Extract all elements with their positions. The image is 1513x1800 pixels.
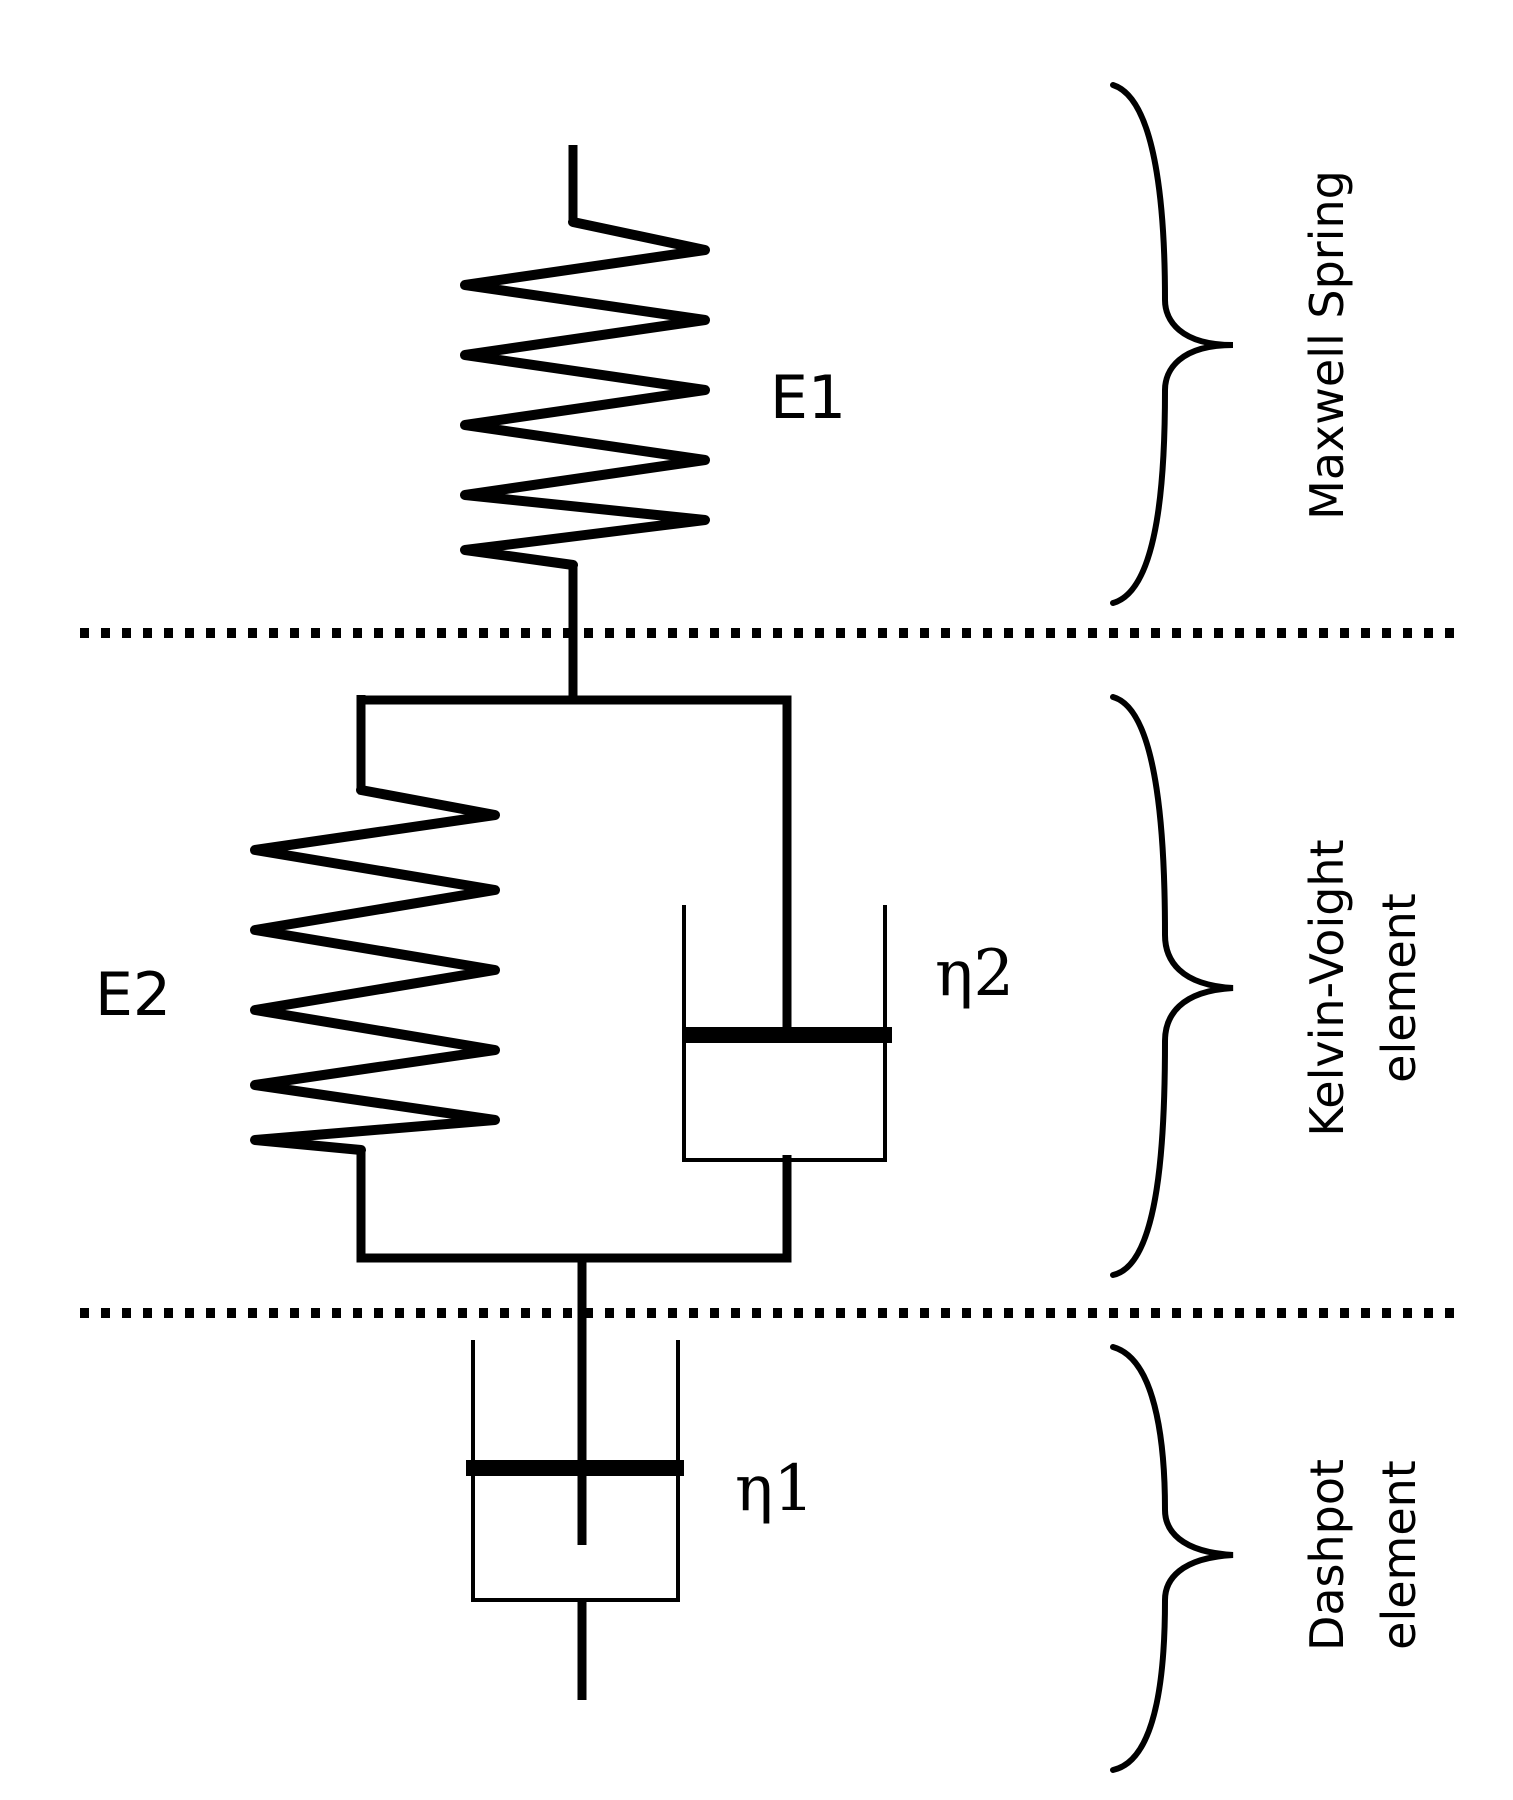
section-label-dashpot-line2: element [1372, 1460, 1426, 1650]
brace-maxwell [1110, 82, 1234, 606]
label-e1: E1 [770, 363, 846, 433]
label-eta2: η2 [935, 937, 1014, 1011]
kelvin-spring-e2 [250, 785, 500, 1155]
brace-dashpot [1110, 1344, 1234, 1773]
dashpot-eta2 [682, 905, 892, 1162]
section-label-maxwell: Maxwell Spring [1300, 170, 1354, 520]
brace-kelvin [1110, 694, 1234, 1278]
label-e2: E2 [95, 960, 171, 1030]
section-label-dashpot-line1: Dashpot [1300, 1459, 1354, 1651]
maxwell-spring-e1 [460, 145, 710, 690]
section-label-kelvin-line2: element [1372, 893, 1426, 1083]
label-eta1: η1 [735, 1452, 814, 1526]
section-label-kelvin-line1: Kelvin-Voight [1300, 839, 1354, 1136]
dashpot-eta1 [466, 1340, 684, 1700]
kelvin-voight-frame [356, 690, 792, 1545]
